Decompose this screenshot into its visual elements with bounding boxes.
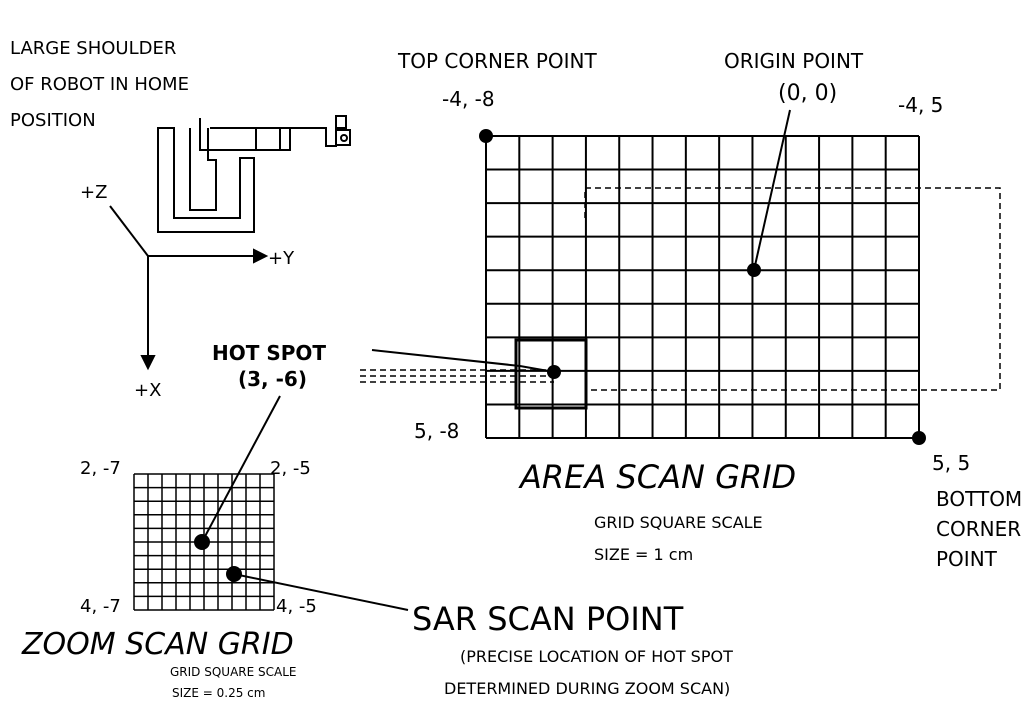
sar-scan-leader [233,573,409,611]
hot-spot-coord: (3, -6) [238,367,307,391]
zoom-grid-scale-line-2: SIZE = 0.25 cm [172,686,265,700]
bottom-corner-label-2: CORNER [936,517,1021,541]
bottom-corner-coord: 5, 5 [932,451,970,475]
hot-spot-dashed-leader [360,369,554,383]
axis-z-label: +Z [80,182,107,203]
bottom-corner-point-dot [912,431,926,445]
hot-spot-leader-line [371,349,555,373]
axis-x-arrowhead [140,355,156,371]
top-corner-label: TOP CORNER POINT [397,49,597,73]
top-right-coord: -4, 5 [898,93,943,117]
top-corner-coord: -4, -8 [442,87,495,111]
sar-note-line-2: DETERMINED DURING ZOOM SCAN) [444,679,730,698]
robot-label-line-3: POSITION [10,110,96,131]
robot-tool-hole [340,134,348,142]
zoom-bottom-right-coord: 4, -5 [276,596,317,617]
axis-y-label: +Y [268,248,295,269]
zoom-grid-title: ZOOM SCAN GRID [21,627,294,662]
robot-base-outline [157,127,255,233]
zoom-grid-scale-line-1: GRID SQUARE SCALE [170,665,297,679]
bottom-corner-label-3: POINT [936,547,998,571]
zoom-scan-grid [133,473,275,611]
area-scan-grid [485,135,920,439]
hot-spot-label: HOT SPOT [212,341,326,365]
zoom-top-right-coord: 2, -5 [270,458,311,479]
robot-label-line-1: LARGE SHOULDER [10,38,176,59]
bottom-left-coord: 5, -8 [414,419,459,443]
axis-y-arrowhead [253,248,269,264]
top-corner-point-dot [479,129,493,143]
origin-leader-line [753,109,791,271]
coordinate-axes [109,205,269,371]
area-grid-scale-line-1: GRID SQUARE SCALE [594,513,763,532]
zoom-bottom-left-coord: 4, -7 [80,596,121,617]
zoom-hot-spot-leader [201,395,281,543]
origin-label: ORIGIN POINT [724,49,864,73]
area-grid-scale-line-2: SIZE = 1 cm [594,545,693,564]
sar-scan-label: SAR SCAN POINT [412,600,684,638]
robot-tool-tip [335,115,347,129]
sar-note-line-1: (PRECISE LOCATION OF HOT SPOT [460,647,733,666]
hot-spot-zoom-box [514,338,588,410]
area-grid-title: AREA SCAN GRID [518,458,796,496]
area-scan-dashed-path [584,187,1001,391]
origin-coord: (0, 0) [778,81,837,106]
axis-z-line [109,205,149,257]
axis-x-label: +X [134,380,161,401]
zoom-top-left-coord: 2, -7 [80,458,121,479]
robot-arm-outline [199,118,351,151]
robot-label-line-2: OF ROBOT IN HOME [10,74,189,95]
bottom-corner-label-1: BOTTOM [936,487,1022,511]
robot-shoulder-drawing [157,115,351,233]
robot-arm-inner [189,128,217,211]
